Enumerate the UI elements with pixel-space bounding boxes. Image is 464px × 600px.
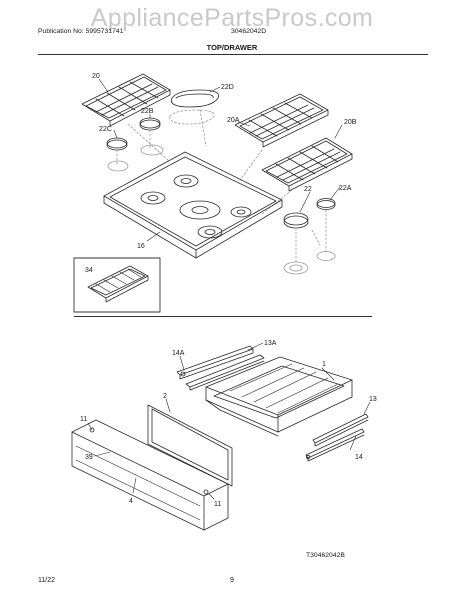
header-rule [38,54,428,55]
rail-13[interactable] [312,413,369,447]
callout-34: 34 [85,267,93,274]
drawer-box[interactable] [205,356,353,437]
drawer-panel[interactable] [147,404,233,487]
callout-13a: 13A [264,340,277,347]
page-header: Publication No: 5995731741 30462042D [38,26,426,40]
callout-20: 20 [92,73,100,80]
callout-22a: 22A [339,185,352,192]
callout-16: 16 [137,243,145,250]
publication-number: Publication No: 5995731741 [38,28,124,35]
callout-22d: 22D [221,84,234,91]
cap-22b[interactable] [139,117,164,156]
rail-14[interactable] [305,428,365,462]
drawer-front[interactable] [71,419,229,531]
grate-20b[interactable] [261,137,353,192]
footer-date: 11/22 [38,577,55,584]
section-title: TOP/DRAWER [206,43,258,52]
leader-lines [87,78,371,500]
callout-22: 22 [304,186,312,193]
model-number: 30462042D [231,28,267,35]
callout-11-bottom: 11 [214,501,221,508]
callout-1: 1 [322,361,326,368]
projection-lines [127,109,321,246]
grate-20a[interactable] [234,93,329,148]
rail-13a[interactable] [185,354,265,391]
callout-2: 2 [163,393,167,400]
callout-14a: 14A [172,350,185,357]
callout-13: 13 [369,396,377,403]
cooktop[interactable] [103,151,283,259]
callout-4: 4 [129,498,133,505]
callout-20b: 20B [344,119,357,126]
cap-22c[interactable] [106,137,129,172]
diagram-id: T30462042B [306,552,345,559]
cap-22a[interactable] [316,198,336,261]
page-number: 9 [230,577,234,584]
callout-11-top: 11 [80,416,87,423]
callout-20a: 20A [227,117,240,124]
grate-left[interactable] [81,73,171,127]
cap-22d[interactable] [169,89,219,125]
cap-22[interactable] [283,212,309,275]
callout-22b: 22B [141,108,154,115]
callout-22c: 22C [99,126,112,133]
callout-39: 39 [85,454,93,461]
rail-14a[interactable] [176,345,254,380]
griddle-inset[interactable] [73,257,161,313]
section-divider [74,316,372,317]
callout-14: 14 [355,454,363,461]
